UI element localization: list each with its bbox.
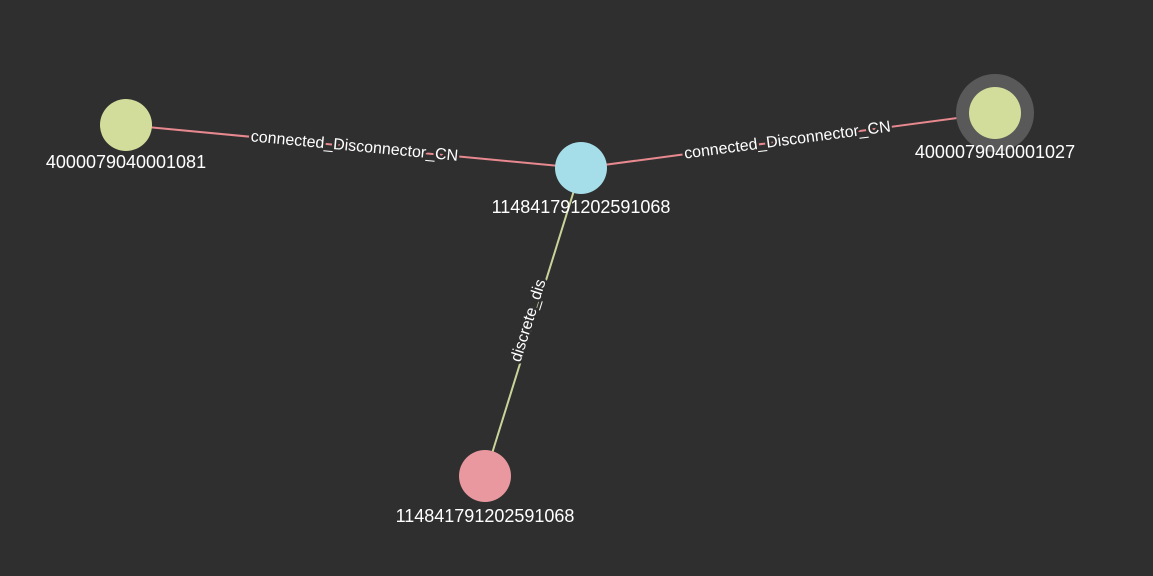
node-center-circle[interactable] bbox=[555, 142, 607, 194]
node-right-label: 4000079040001027 bbox=[915, 142, 1075, 162]
edge-left-line[interactable] bbox=[125, 124, 582, 169]
node-bottom-circle[interactable] bbox=[459, 450, 511, 502]
node-left[interactable]: 4000079040001081 bbox=[46, 99, 206, 172]
edges bbox=[125, 112, 996, 477]
edge-right-line[interactable] bbox=[580, 112, 996, 169]
node-right-circle[interactable] bbox=[969, 87, 1021, 139]
edge-right-label: connected_Disconnector_CN bbox=[683, 119, 892, 163]
edge-bottom-line[interactable] bbox=[484, 167, 582, 477]
node-left-circle[interactable] bbox=[100, 99, 152, 151]
edge-bottom-label: discrete_dis bbox=[508, 277, 550, 364]
node-bottom-label: 114841791202591068 bbox=[396, 506, 575, 526]
node-center[interactable]: 114841791202591068 bbox=[492, 142, 671, 217]
node-left-label: 4000079040001081 bbox=[46, 152, 206, 172]
node-right[interactable]: 4000079040001027 bbox=[915, 74, 1075, 162]
node-center-label: 114841791202591068 bbox=[492, 197, 671, 217]
nodes: 4000079040001081 114841791202591068 4000… bbox=[46, 74, 1075, 526]
edge-left-label: connected_Disconnector_CN bbox=[250, 128, 459, 165]
node-bottom[interactable]: 114841791202591068 bbox=[396, 450, 575, 526]
